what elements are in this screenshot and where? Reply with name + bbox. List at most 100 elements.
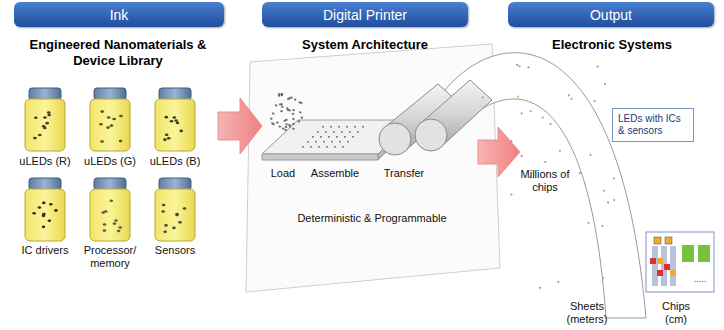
nanoparticle	[162, 204, 166, 207]
chip-particle	[330, 126, 332, 128]
section-subtitle: Electronic Systems	[512, 37, 712, 53]
chip-particle	[338, 126, 340, 128]
output-label: Sheets (meters)	[561, 300, 613, 326]
nanoparticle	[164, 224, 168, 227]
ink-bottle	[90, 189, 130, 241]
callout-box: LEDs with ICs & sensors	[612, 108, 694, 142]
section-subtitle: System Architecture	[265, 37, 465, 53]
chip-particle	[527, 66, 529, 68]
chip-particle	[557, 281, 559, 283]
chip-particle	[307, 141, 309, 143]
chip-particle	[325, 131, 327, 133]
bottle-lid	[29, 178, 61, 190]
nanoparticle	[113, 222, 117, 225]
nanoparticle	[47, 111, 51, 114]
nanoparticle	[32, 212, 36, 215]
chip-particle	[521, 112, 523, 114]
chip-particle	[530, 110, 532, 112]
nanoparticle	[167, 137, 171, 140]
step-label: Transfer	[374, 167, 434, 180]
chip-particle	[604, 83, 606, 85]
chip-particle	[286, 107, 288, 109]
nanoparticle	[164, 116, 168, 119]
nanoparticle	[119, 140, 123, 143]
nanoparticle	[112, 118, 116, 121]
bottle-lid	[29, 88, 61, 100]
chip-particle	[357, 131, 359, 133]
nanoparticle	[174, 119, 178, 122]
output-label: Millions of chips	[517, 168, 573, 194]
chip-particle	[284, 129, 286, 131]
nanoparticle	[42, 125, 46, 128]
nanoparticle	[118, 226, 122, 229]
chip-particle	[301, 117, 303, 119]
ellipsis: .....	[688, 274, 712, 285]
nanoparticle	[163, 230, 167, 233]
plate-edge	[262, 154, 378, 160]
chip-particle	[299, 111, 301, 113]
nanoparticle	[101, 211, 105, 214]
chip-particle	[597, 66, 599, 68]
header-text: Output	[590, 7, 632, 23]
chip-particle	[272, 123, 274, 125]
chip-particle	[317, 131, 319, 133]
chip-particle	[292, 128, 294, 130]
chip-particle	[570, 98, 572, 100]
nanoparticle	[183, 207, 187, 210]
chip-particle	[516, 64, 518, 66]
chip	[654, 237, 661, 244]
chip-particle	[270, 118, 272, 120]
nanoparticle	[42, 226, 46, 229]
chip-particle	[281, 106, 283, 108]
chip-particle	[310, 146, 312, 148]
chip-particle	[607, 201, 609, 203]
chip-particle	[518, 65, 520, 67]
nanoparticle	[38, 206, 42, 209]
chip-particle	[279, 126, 281, 128]
chip-particle	[276, 122, 278, 124]
ink-bottle	[155, 99, 195, 151]
chip-particle	[339, 141, 341, 143]
chip-particle	[336, 136, 338, 138]
chip-particle	[342, 146, 344, 148]
nanoparticle	[54, 209, 58, 212]
chip-particle	[302, 146, 304, 148]
step-label: Load	[263, 167, 303, 180]
nanoparticle	[175, 213, 179, 216]
chip	[657, 270, 663, 276]
nanoparticle	[114, 219, 118, 222]
chip-particle	[334, 146, 336, 148]
nanoparticle	[106, 126, 110, 129]
ink-bottle	[90, 99, 130, 151]
chip-particle	[292, 118, 294, 120]
chip-particle	[299, 101, 301, 103]
chip-particle	[593, 100, 595, 102]
chip-bar	[670, 246, 676, 286]
bottle-lid	[159, 88, 191, 100]
chip-particle	[362, 126, 364, 128]
section-subtitle: Engineered Nanomaterials & Device Librar…	[13, 37, 223, 68]
nanoparticle	[161, 210, 165, 213]
chip-particle	[315, 141, 317, 143]
ink-bottle	[155, 189, 195, 241]
nanoparticle	[34, 117, 38, 120]
chip-particle	[326, 146, 328, 148]
chip	[698, 245, 710, 262]
nanoparticle	[163, 138, 167, 141]
nanoparticle	[33, 137, 37, 140]
chip-particle	[292, 123, 294, 125]
nanoparticle	[100, 110, 104, 113]
nanoparticle	[179, 130, 183, 133]
chip-particle	[278, 93, 280, 95]
chip-particle	[542, 117, 544, 119]
bottle-lid	[159, 178, 191, 190]
nanoparticle	[38, 134, 42, 137]
chip	[670, 270, 676, 276]
nanoparticle	[172, 227, 176, 230]
ink-bottle	[25, 99, 65, 151]
bottle-label: uLEDs (B)	[144, 155, 206, 168]
chip-particle	[568, 94, 570, 96]
chip-particle	[510, 194, 512, 196]
chip-particle	[482, 96, 484, 98]
chip-particle	[292, 113, 294, 115]
